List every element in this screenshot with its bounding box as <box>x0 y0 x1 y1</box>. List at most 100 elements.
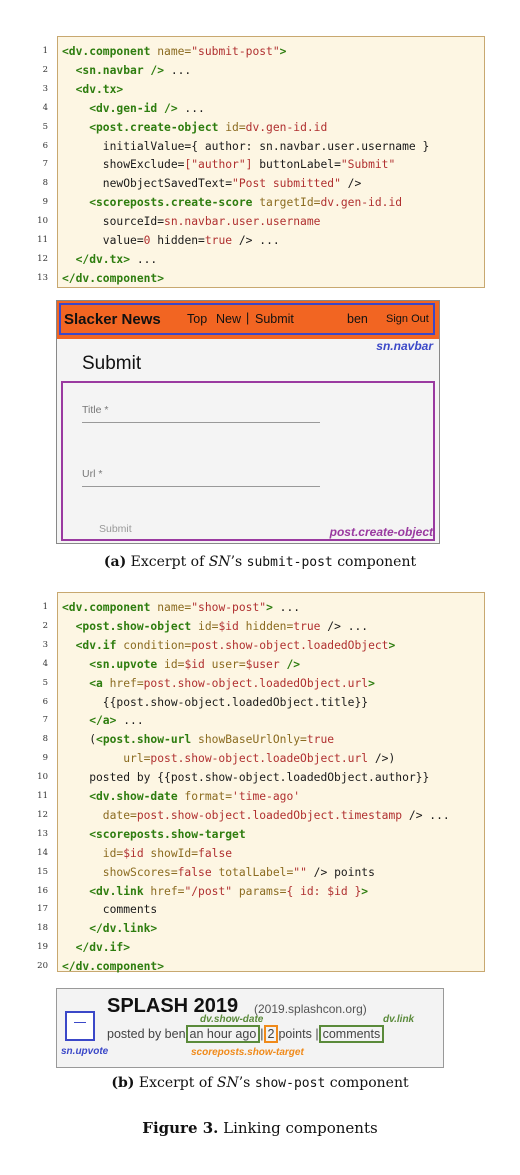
code-token: > <box>279 45 287 58</box>
line-number: 14 <box>37 847 48 858</box>
meta-separator: | <box>260 1027 264 1041</box>
line-number: 17 <box>37 904 48 915</box>
code-token: ... <box>177 101 205 115</box>
nav-link-new[interactable]: New <box>216 312 242 326</box>
nav-username[interactable]: ben <box>347 312 368 326</box>
code-token: <dv.tx> <box>62 82 124 96</box>
code-line: <dv.gen-id /> ... <box>62 100 205 118</box>
code-token: targetId= <box>252 196 321 210</box>
code-token: initialValue={ author: sn.navbar.user.us… <box>62 139 430 153</box>
code-token: true <box>306 733 335 747</box>
post-title-link[interactable]: SPLASH 2019 <box>107 995 239 1017</box>
code-token: /> ... <box>402 808 450 822</box>
code-token: ... <box>272 601 301 614</box>
code-token: showScores= <box>62 865 178 879</box>
url-input[interactable] <box>82 486 320 487</box>
line-number: 4 <box>42 102 48 113</box>
post-domain[interactable]: (2019.splashcon.org) <box>254 1002 367 1016</box>
code-token: </a> <box>62 714 117 728</box>
code-line: <dv.link href="/post" params={ id: $id }… <box>62 883 368 901</box>
line-number: 15 <box>37 866 48 877</box>
create-object-highlight-box <box>61 381 435 541</box>
title-field-label: Title * <box>82 404 109 416</box>
code-line: date=post.show-object.loadedObject.times… <box>62 807 450 825</box>
submit-button[interactable]: Submit <box>99 523 132 535</box>
code-token: <post.show-object <box>62 619 192 633</box>
line-number: 9 <box>42 753 48 764</box>
code-token: $id <box>184 657 205 671</box>
code-token: true <box>204 234 233 247</box>
code-token: false <box>198 846 233 860</box>
code-token: > <box>361 884 369 898</box>
caption-b-end: component <box>325 1075 409 1091</box>
code-token: <post.show-url <box>96 733 192 747</box>
caption-b: (b) Excerpt of SN’s show-post component <box>0 1075 520 1091</box>
line-number: 3 <box>42 83 48 94</box>
code-token: /> points <box>306 865 375 879</box>
code-token: "show-post" <box>191 601 267 614</box>
line-number: 2 <box>42 620 48 631</box>
code-token: <dv.component <box>62 601 151 614</box>
code-line: (<post.show-url showBaseUrlOnly=true <box>62 731 334 749</box>
code-token: $id <box>218 619 239 633</box>
code-token: <dv.if <box>62 638 117 652</box>
code-token: id= <box>157 657 185 671</box>
code-line: <sn.navbar /> ... <box>62 62 192 80</box>
caption-b-label: (b) <box>111 1075 135 1091</box>
line-number: 10 <box>37 216 48 227</box>
code-token: posted by {{post.show-object.loadedObjec… <box>62 771 430 785</box>
code-token: "/post" <box>184 884 233 898</box>
code-token: post.show-object.loadeObject.url <box>150 752 369 766</box>
caption-b-text: Excerpt of <box>134 1075 217 1091</box>
line-number: 6 <box>42 696 48 707</box>
code-token: </dv.link> <box>62 922 158 936</box>
code-token: "Submit" <box>340 158 396 172</box>
code-token: {{post.show-object.loadedObject.title}} <box>62 695 369 709</box>
code-line: </dv.tx> ... <box>62 251 158 269</box>
code-line: <scoreposts.show-target <box>62 826 246 844</box>
code-token: 0 <box>143 234 151 247</box>
code-listing-show-post: <dv.component name="show-post"> ... <pos… <box>57 592 485 973</box>
show-post-ui: sn.upvote SPLASH 2019 (2019.splashcon.or… <box>56 988 444 1068</box>
posted-by-text: posted by ben <box>107 1027 186 1041</box>
title-input[interactable] <box>82 422 320 423</box>
code-line: showScores=false totalLabel="" /> points <box>62 864 375 882</box>
code-token: href= <box>143 884 185 898</box>
caption-a-end: component <box>332 554 417 570</box>
line-number: 16 <box>37 885 48 896</box>
line-number: 4 <box>42 658 48 669</box>
upvote-button[interactable] <box>65 1011 95 1041</box>
code-token: <dv.show-date <box>62 790 178 803</box>
figure-caption-text: Linking components <box>218 1119 378 1137</box>
caption-a: (a) Excerpt of SN’s submit-post componen… <box>0 554 520 570</box>
code-token: value= <box>62 234 144 247</box>
code-token: > <box>388 638 396 652</box>
code-token: <scoreposts.show-target <box>62 827 246 841</box>
code-token: false <box>177 865 212 879</box>
show-date-component-label: dv.show-date <box>200 1014 264 1025</box>
figure-caption: Figure 3. Linking components <box>0 1119 520 1137</box>
code-token: hidden= <box>238 619 294 633</box>
upvote-arrow-icon <box>74 1022 86 1023</box>
code-token: "submit-post" <box>191 45 280 58</box>
caption-a-text-2: ’s <box>230 554 247 570</box>
line-number: 8 <box>42 734 48 745</box>
code-token: /> ... <box>232 234 280 247</box>
nav-link-top[interactable]: Top <box>187 312 208 326</box>
code-line: {{post.show-object.loadedObject.title}} <box>62 694 368 712</box>
code-line: <dv.component name="submit-post"> <box>62 43 286 61</box>
sign-out-button[interactable]: Sign Out <box>386 313 429 325</box>
code-listing-submit-post: <dv.component name="submit-post"> <sn.na… <box>57 36 485 288</box>
caption-a-component: submit-post <box>246 555 333 570</box>
code-line: value=0 hidden=true /> ... <box>62 232 280 250</box>
code-token: hidden= <box>150 234 205 247</box>
code-token: params= <box>232 884 287 898</box>
nav-link-submit[interactable]: Submit <box>255 312 294 326</box>
brand-logo[interactable]: Slacker News <box>64 311 161 328</box>
code-token: /> ... <box>320 619 369 633</box>
points-text: points <box>278 1027 312 1041</box>
code-token: dv.gen-id.id <box>320 196 403 210</box>
code-token: dv.gen-id.id <box>245 120 328 134</box>
comments-link[interactable]: comments <box>318 1025 385 1043</box>
url-field-label: Url * <box>82 468 103 480</box>
